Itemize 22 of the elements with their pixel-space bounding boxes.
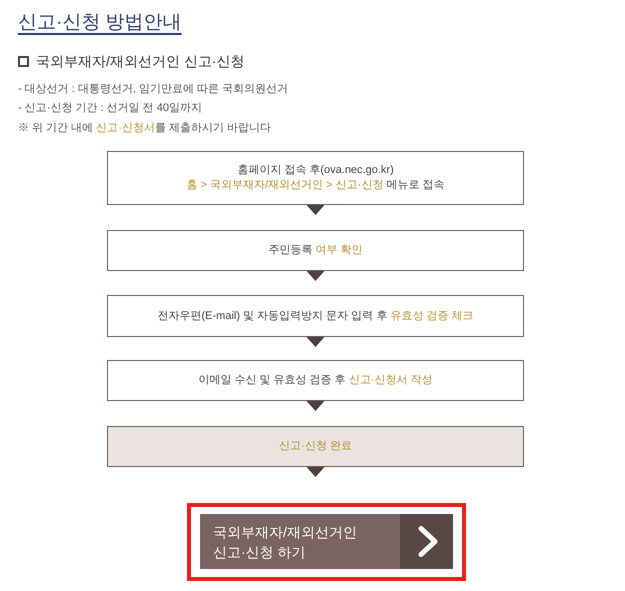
step-text: 홈 > 국외부재자/재외선거인 > 신고·신청 메뉴로 접속 bbox=[186, 178, 444, 193]
arrow bbox=[306, 337, 324, 347]
section-heading: 국외부재자/재외선거인 신고·신청 bbox=[36, 53, 244, 70]
step-box bbox=[107, 151, 524, 205]
step-box bbox=[107, 230, 524, 271]
note-text: ※ 위 기간 내에 신고·신청서를 제출하시기 바랍니다 bbox=[18, 121, 272, 135]
step-box bbox=[107, 295, 524, 337]
note-text: - 신고·신청 기간 : 선거일 전 40일까지 bbox=[18, 101, 202, 115]
step-text: 신고·신청 완료 bbox=[279, 439, 352, 454]
arrow bbox=[306, 467, 324, 477]
step-text: 이메일 수신 및 유효성 검증 후 신고·신청서 작성 bbox=[198, 373, 433, 388]
step-text: 주민등록 여부 확인 bbox=[268, 243, 363, 258]
arrow bbox=[306, 401, 324, 411]
page-title: 신고·신청 방법안내 bbox=[18, 11, 182, 35]
apply-button: 국외부재자/재외선거인 신고·신청 하기 bbox=[200, 514, 453, 569]
step-text: 전자우편(E-mail) 및 자동입력방지 문자 입력 후 유효성 검증 체크 bbox=[158, 308, 474, 324]
arrow bbox=[306, 271, 324, 281]
step-text: 홈페이지 접속 후(ova.nec.go.kr) bbox=[237, 163, 394, 178]
note-text: - 대상선거 : 대통령선거, 임기만료에 따른 국회의원선거 bbox=[18, 82, 288, 96]
step-box bbox=[107, 360, 524, 401]
step-box bbox=[107, 426, 524, 467]
highlight-frame bbox=[187, 503, 466, 581]
